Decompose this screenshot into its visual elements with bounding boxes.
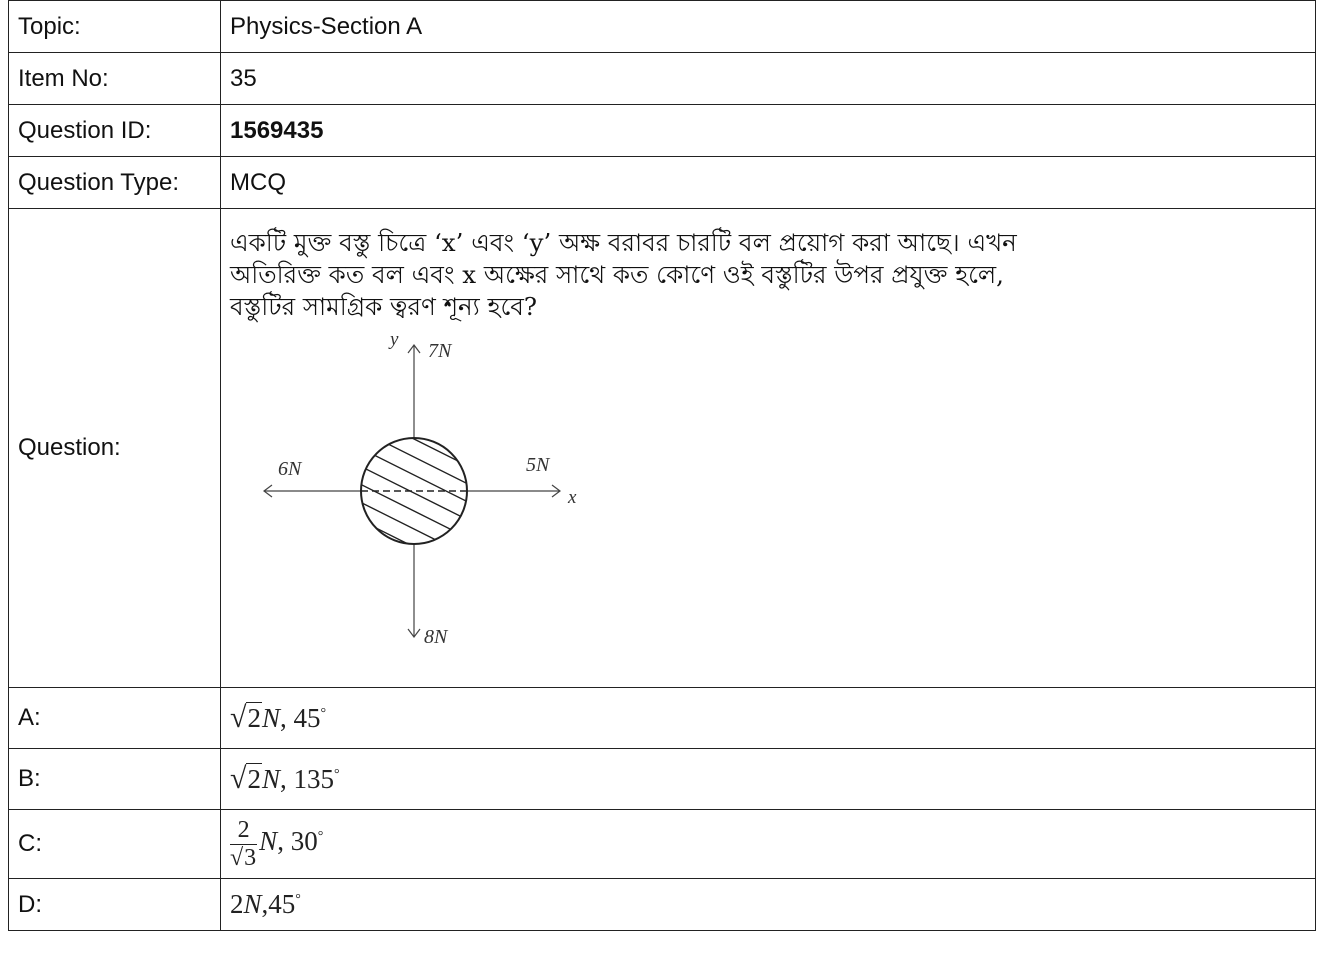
topic-label: Topic: [8,0,221,53]
question-text: একটি মুক্ত বস্তু চিত্রে ‘x’ এবং ‘y’ অক্ষ… [230,227,1315,323]
option-a-row: A: √2N, 45° [8,687,1316,749]
arrow-right-icon [551,484,561,498]
label-force-left: 6N [278,458,303,480]
option-a-math: √2N, 45° [230,701,327,734]
question-label: Question: [8,208,221,688]
question-id-label: Question ID: [8,104,221,157]
label-force-up: 7N [428,340,453,362]
topic-value: Physics-Section A [220,0,1316,53]
question-type-row: Question Type: MCQ [8,156,1316,209]
sqrt-symbol: √2 [230,762,262,795]
option-b-row: B: √2N, 135° [8,748,1316,810]
free-body-diagram: y 7N 6N 5N x 8N [263,329,577,648]
question-row: Question: একটি মুক্ত বস্তু চিত্রে ‘x’ এব… [8,208,1316,688]
question-cell: একটি মুক্ত বস্তু চিত্রে ‘x’ এবং ‘y’ অক্ষ… [220,208,1316,688]
label-force-down: 8N [424,626,449,648]
topic-row: Topic: Physics-Section A [8,0,1316,53]
item-no-value: 35 [220,52,1316,105]
question-id-value: 1569435 [220,104,1316,157]
option-d-label: D: [8,878,221,931]
sqrt-symbol: √2 [230,701,262,734]
question-type-value: MCQ [220,156,1316,209]
arrow-left-icon [263,484,273,498]
question-line-2: অতিরিক্ত কত বল এবং x অক্ষের সাথে কত কোণে… [230,260,1004,289]
option-c-label: C: [8,809,221,879]
label-force-right: 5N [526,454,551,476]
arrow-down-icon [407,628,421,638]
question-table: Topic: Physics-Section A Item No: 35 Que… [8,0,1316,931]
question-type-label: Question Type: [8,156,221,209]
item-no-label: Item No: [8,52,221,105]
option-b-value: √2N, 135° [220,748,1316,810]
question-line-1: একটি মুক্ত বস্তু চিত্রে ‘x’ এবং ‘y’ অক্ষ… [230,228,1017,257]
item-no-row: Item No: 35 [8,52,1316,105]
option-b-math: √2N, 135° [230,762,340,795]
option-a-value: √2N, 45° [220,687,1316,749]
question-id-row: Question ID: 1569435 [8,104,1316,157]
option-d-math: 2N,45° [230,889,301,919]
label-axis-x: x [567,487,577,508]
label-axis-y: y [388,329,399,350]
question-line-3: বস্তুটির সামগ্রিক ত্বরণ শূন্য হবে? [230,292,538,321]
fraction: 2√3 [230,817,258,871]
option-b-label: B: [8,748,221,810]
option-d-row: D: 2N,45° [8,878,1316,931]
hatching [361,438,467,544]
option-a-label: A: [8,687,221,749]
arrow-up-icon [407,344,421,354]
option-d-value: 2N,45° [220,878,1316,931]
